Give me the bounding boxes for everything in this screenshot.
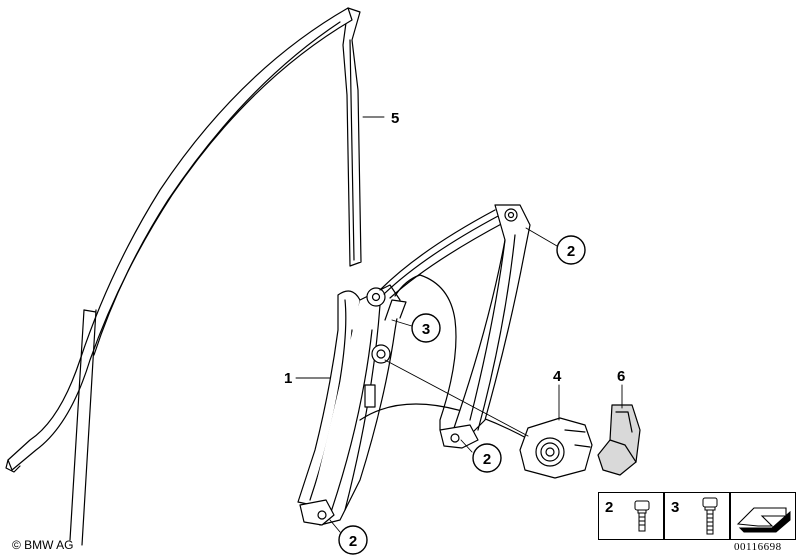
callout-circle-2-upper [556,235,586,265]
callout-text-2-middle: 2 [483,451,491,468]
regulator-cables [359,209,531,441]
callout-circles [338,235,586,555]
cover-part-6 [597,404,641,476]
hardware-key-screw-2: 2 [598,492,664,540]
callout-text-1: 1 [284,370,292,387]
callout-circle-3 [411,313,441,343]
hardware-key-label-2: 2 [605,499,614,516]
callout-text-2-upper: 2 [567,243,575,260]
hardware-key-screw-3: 3 [664,492,730,540]
window-channel-part-5 [5,7,362,546]
leader-lines [295,116,623,533]
screw-icon [634,500,650,532]
callout-circle-2-middle [472,443,502,473]
hardware-key-direction [730,492,796,540]
diagram-id: 00116698 [734,541,782,553]
callout-text-6: 6 [617,368,625,385]
bolt-icon [702,497,718,535]
callout-text-5: 5 [391,110,399,127]
copyright-notice: © BMW AG [12,538,74,552]
window-regulator-part-1 [297,274,457,526]
window-motor-part-4 [519,417,593,479]
callout-text-4: 4 [553,368,562,385]
arrow-icon [736,507,791,533]
hardware-key-label-3: 3 [671,499,680,516]
callout-text-3: 3 [422,321,430,338]
regulator-rail-right [439,204,531,449]
callout-circle-2-lower [338,525,368,555]
callout-text-2-lower: 2 [349,533,357,550]
